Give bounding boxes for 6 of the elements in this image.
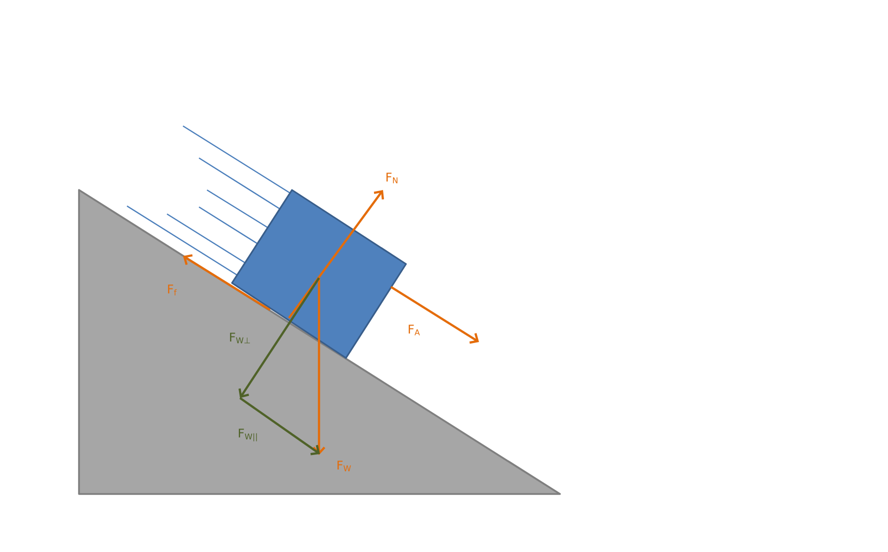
force-label: F$_{f}$ bbox=[168, 284, 177, 296]
force-label: F$_{N}$ bbox=[386, 172, 398, 184]
force-label: F$_{A}$ bbox=[408, 324, 420, 336]
force-label: F$_{W⊥}$ bbox=[230, 332, 250, 344]
force-label: F$_{W||}$ bbox=[238, 428, 257, 442]
force-label: F$_{W}$ bbox=[338, 460, 351, 472]
